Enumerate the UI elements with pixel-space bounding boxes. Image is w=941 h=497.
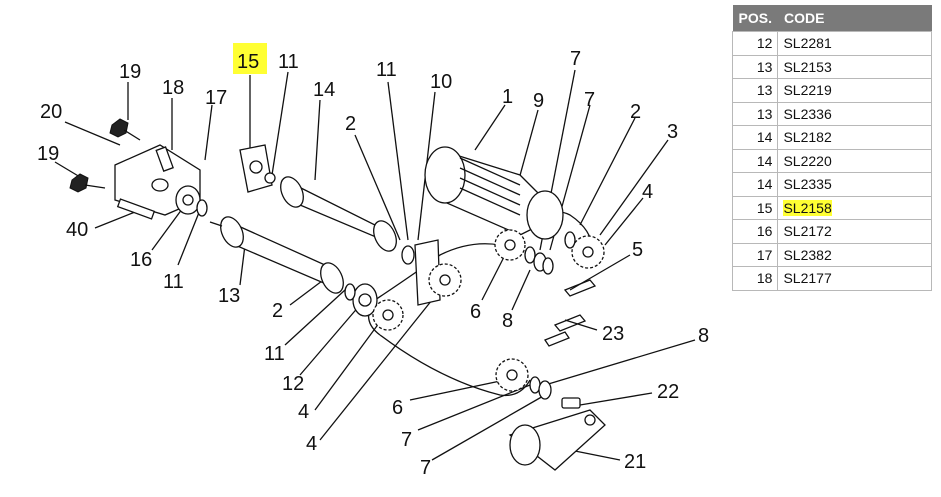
callout-10: 10 [430,71,452,93]
leader-lines [54,69,696,461]
callout-15: 15 [237,51,259,73]
bearing-plate-hole [249,160,263,174]
callout-7: 7 [584,89,595,111]
code-cell: SL2172 [777,219,932,244]
flange-bearing [344,283,378,317]
callout-16: 16 [130,249,152,271]
callout-11: 11 [376,59,397,81]
pos-cell: 12 [731,31,779,56]
callout-8: 8 [698,325,709,347]
callout-7: 7 [401,429,412,451]
callout-1: 1 [502,86,513,108]
code-cell: SL2219 [777,78,932,103]
pos-cell: 14 [731,125,779,150]
callout-23: 23 [602,323,624,345]
callout-13: 13 [218,285,240,307]
code-cell: SL2182 [777,125,932,150]
callout-19: 19 [119,61,141,83]
pin [155,146,174,172]
callout-20: 20 [40,101,62,123]
callout-11: 11 [163,271,184,293]
column-header-code: CODE [777,5,932,32]
callout-7: 7 [570,48,581,70]
pos-cell: 16 [731,219,779,244]
callout-21: 21 [624,451,646,473]
callout-7: 7 [420,457,431,479]
code-cell: SL2336 [777,101,932,126]
pos-cell: 14 [731,172,779,197]
callout-4: 4 [298,401,309,423]
lower-roller [209,216,344,294]
code-cell-highlighted: SL2158 [777,195,932,220]
chain-links [544,279,597,347]
exploded-parts-diagram: 19 18 17 15 11 14 20 19 40 16 11 13 2 11… [37,43,709,479]
pos-cell: 15 [731,195,779,220]
code-cell: SL2220 [777,148,932,173]
pos-cell: 14 [731,148,779,173]
chain-tensioner [508,397,606,471]
callout-3: 3 [667,121,678,143]
callout-19: 19 [37,143,59,165]
pos-cell: 18 [731,266,779,291]
callout-9: 9 [533,90,544,112]
pos-cell: 13 [731,78,779,103]
callout-12: 12 [282,373,304,395]
callout-22: 22 [657,381,679,403]
knob-screws [69,118,141,193]
sprockets [372,229,605,392]
callout-labels: 19 18 17 15 11 14 20 19 40 16 11 13 2 11… [37,48,709,479]
callout-2: 2 [272,300,283,322]
callout-4: 4 [642,181,653,203]
column-header-pos: POS. [732,5,778,32]
callout-17: 17 [205,87,227,109]
callout-6: 6 [470,301,481,323]
callout-2: 2 [630,101,641,123]
callout-11: 11 [278,51,299,73]
pos-cell: 13 [731,101,779,126]
pos-cell: 13 [731,54,779,79]
bearing-ring [401,245,415,265]
callout-18: 18 [162,77,184,99]
long-pin [116,198,156,220]
code-cell: SL2335 [777,172,932,197]
gear-motor [424,146,564,240]
code-cell: SL2281 [777,31,932,56]
code-cell: SL2177 [777,266,932,291]
table-header-row: POS. CODE [732,5,932,32]
callout-11: 11 [264,343,285,365]
code-cell: SL2153 [777,54,932,79]
code-cell: SL2382 [777,242,932,267]
pos-cell: 17 [731,242,779,267]
callout-14: 14 [313,79,335,101]
callout-6: 6 [392,397,403,419]
upper-roller [264,172,397,252]
callout-15-highlight [233,43,267,74]
callout-4: 4 [306,433,317,455]
retaining-rings [524,231,576,400]
callout-8: 8 [502,310,513,332]
callout-5: 5 [632,239,643,261]
callout-2: 2 [345,113,356,135]
bearing-housing [151,178,208,217]
callout-40: 40 [66,219,88,241]
